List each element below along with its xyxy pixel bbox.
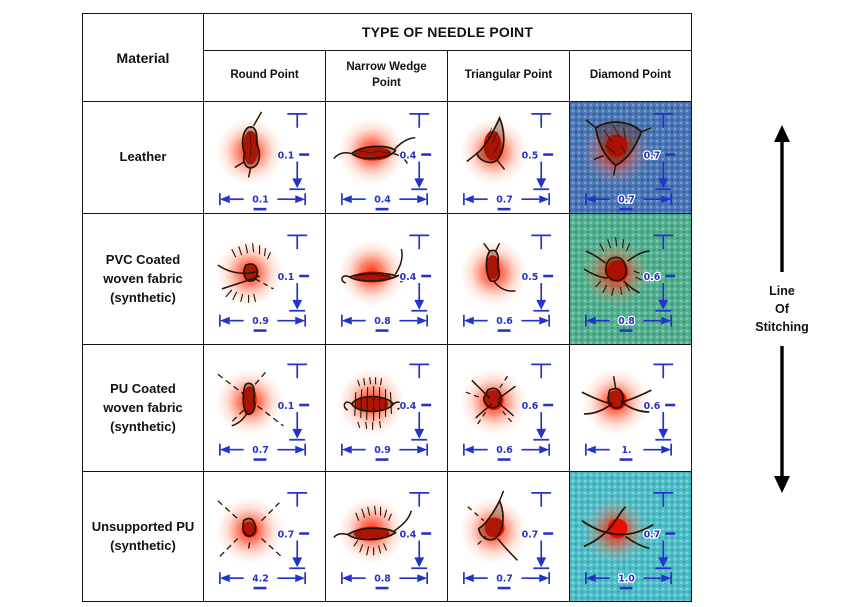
- stitch-hole-figure: 0.7 4.2: [204, 472, 325, 602]
- up-arrow-icon: [774, 125, 790, 272]
- needle-hole-cell: 0.5 0.7: [447, 100, 570, 215]
- svg-text:0.4: 0.4: [400, 272, 417, 283]
- svg-text:0.1: 0.1: [278, 151, 295, 162]
- line-of-stitching-label: Line Of Stitching: [755, 282, 808, 336]
- svg-text:0.1: 0.1: [252, 195, 269, 206]
- stitch-hole-figure: 0.6 0.6: [448, 345, 569, 472]
- needle-hole-cell: 0.1 0.7: [203, 344, 326, 473]
- svg-text:0.4: 0.4: [374, 195, 391, 206]
- svg-text:0.7: 0.7: [278, 530, 295, 541]
- stitch-hole-figure: 0.1 0.9: [204, 214, 325, 345]
- needle-hole-cell: 0.4 0.8: [325, 471, 448, 603]
- needle-hole-cell: 0.4 0.9: [325, 344, 448, 473]
- svg-text:0.1: 0.1: [278, 401, 295, 412]
- material-row: PU Coated woven fabric (synthetic) 0.1 0…: [82, 344, 692, 473]
- needle-hole-cell: 0.7 4.2: [203, 471, 326, 603]
- svg-text:4.2: 4.2: [252, 574, 269, 585]
- svg-text:0.7: 0.7: [496, 195, 513, 206]
- svg-text:0.4: 0.4: [400, 151, 417, 162]
- line-of-stitching-annotation: Line Of Stitching: [724, 124, 840, 494]
- svg-text:0.6: 0.6: [496, 445, 513, 456]
- svg-text:0.9: 0.9: [374, 445, 391, 456]
- svg-text:0.9: 0.9: [252, 316, 269, 327]
- stitch-hole-figure: 0.4 0.8: [326, 214, 447, 345]
- stitch-hole-figure: 0.1 0.7: [204, 345, 325, 472]
- svg-text:0.7: 0.7: [644, 530, 661, 541]
- column-header-round-point: Round Point: [203, 50, 326, 102]
- needle-point-table-wrap: Material TYPE OF NEEDLE POINT Round Poin…: [82, 13, 692, 603]
- down-arrow-icon: [774, 346, 790, 494]
- svg-text:0.6: 0.6: [644, 272, 661, 283]
- needle-hole-cell: 0.6 0.8: [569, 213, 692, 346]
- column-header-narrow-wedge-point: Narrow Wedge Point: [325, 50, 448, 102]
- material-label: PVC Coated woven fabric (synthetic): [82, 213, 204, 346]
- needle-hole-cell: 0.7 1.0: [569, 471, 692, 603]
- stitch-hole-figure: 0.7 1.0: [570, 472, 691, 602]
- line-of-stitching-line1: Line: [769, 284, 795, 298]
- needle-hole-cell: 0.5 0.6: [447, 213, 570, 346]
- needle-point-group-header: TYPE OF NEEDLE POINT: [203, 13, 692, 51]
- svg-text:1.: 1.: [621, 445, 631, 456]
- svg-text:0.8: 0.8: [374, 574, 391, 585]
- material-label: Leather: [82, 100, 204, 215]
- svg-text:0.7: 0.7: [644, 151, 661, 162]
- stitch-hole-figure: 0.6 0.8: [570, 214, 691, 345]
- needle-hole-cell: 0.4 0.8: [325, 213, 448, 346]
- stitch-hole-figure: 0.6 1.: [570, 345, 691, 472]
- needle-hole-cell: 0.4 0.4: [325, 100, 448, 215]
- column-header-triangular-point: Triangular Point: [447, 50, 570, 102]
- stitch-hole-figure: 0.1 0.1: [204, 102, 325, 214]
- column-header-diamond-point: Diamond Point: [569, 50, 692, 102]
- needle-hole-cell: 0.7 0.7: [569, 100, 692, 215]
- needle-hole-cell: 0.7 0.7: [447, 471, 570, 603]
- needle-hole-cell: 0.1 0.9: [203, 213, 326, 346]
- needle-hole-cell: 0.1 0.1: [203, 100, 326, 215]
- material-label: Unsupported PU (synthetic): [82, 471, 204, 603]
- stitch-hole-figure: 0.4 0.4: [326, 102, 447, 214]
- svg-text:0.1: 0.1: [278, 272, 295, 283]
- svg-text:0.5: 0.5: [522, 272, 539, 283]
- needle-point-table: Material TYPE OF NEEDLE POINT Round Poin…: [82, 13, 692, 603]
- line-of-stitching-line3: Stitching: [755, 320, 809, 335]
- svg-text:0.8: 0.8: [374, 316, 391, 327]
- material-row: Unsupported PU (synthetic) 0.7 4.2: [82, 471, 692, 603]
- needle-hole-cell: 0.6 1.: [569, 344, 692, 473]
- svg-text:0.4: 0.4: [400, 530, 417, 541]
- material-label: PU Coated woven fabric (synthetic): [82, 344, 204, 473]
- svg-text:0.6: 0.6: [644, 401, 661, 412]
- stitch-hole-figure: 0.5 0.7: [448, 102, 569, 214]
- svg-text:0.7: 0.7: [618, 195, 635, 206]
- material-row: Leather 0.1 0.1: [82, 100, 692, 215]
- svg-text:0.7: 0.7: [522, 530, 539, 541]
- material-row: PVC Coated woven fabric (synthetic) 0.1 …: [82, 213, 692, 346]
- needle-hole-cell: 0.6 0.6: [447, 344, 570, 473]
- svg-text:0.7: 0.7: [252, 445, 269, 456]
- svg-text:0.7: 0.7: [496, 574, 513, 585]
- svg-text:0.8: 0.8: [618, 316, 635, 327]
- line-of-stitching-line2: Of: [775, 302, 789, 317]
- svg-text:0.6: 0.6: [522, 401, 539, 412]
- stitch-hole-figure: 0.7 0.7: [448, 472, 569, 602]
- svg-text:1.0: 1.0: [618, 574, 635, 585]
- stitch-hole-figure: 0.4 0.9: [326, 345, 447, 472]
- material-header: Material: [82, 13, 204, 102]
- svg-text:0.6: 0.6: [496, 316, 513, 327]
- stitch-hole-figure: 0.5 0.6: [448, 214, 569, 345]
- stitch-hole-figure: 0.7 0.7: [570, 102, 691, 214]
- stitch-hole-figure: 0.4 0.8: [326, 472, 447, 602]
- svg-text:0.5: 0.5: [522, 151, 539, 162]
- svg-text:0.4: 0.4: [400, 401, 417, 412]
